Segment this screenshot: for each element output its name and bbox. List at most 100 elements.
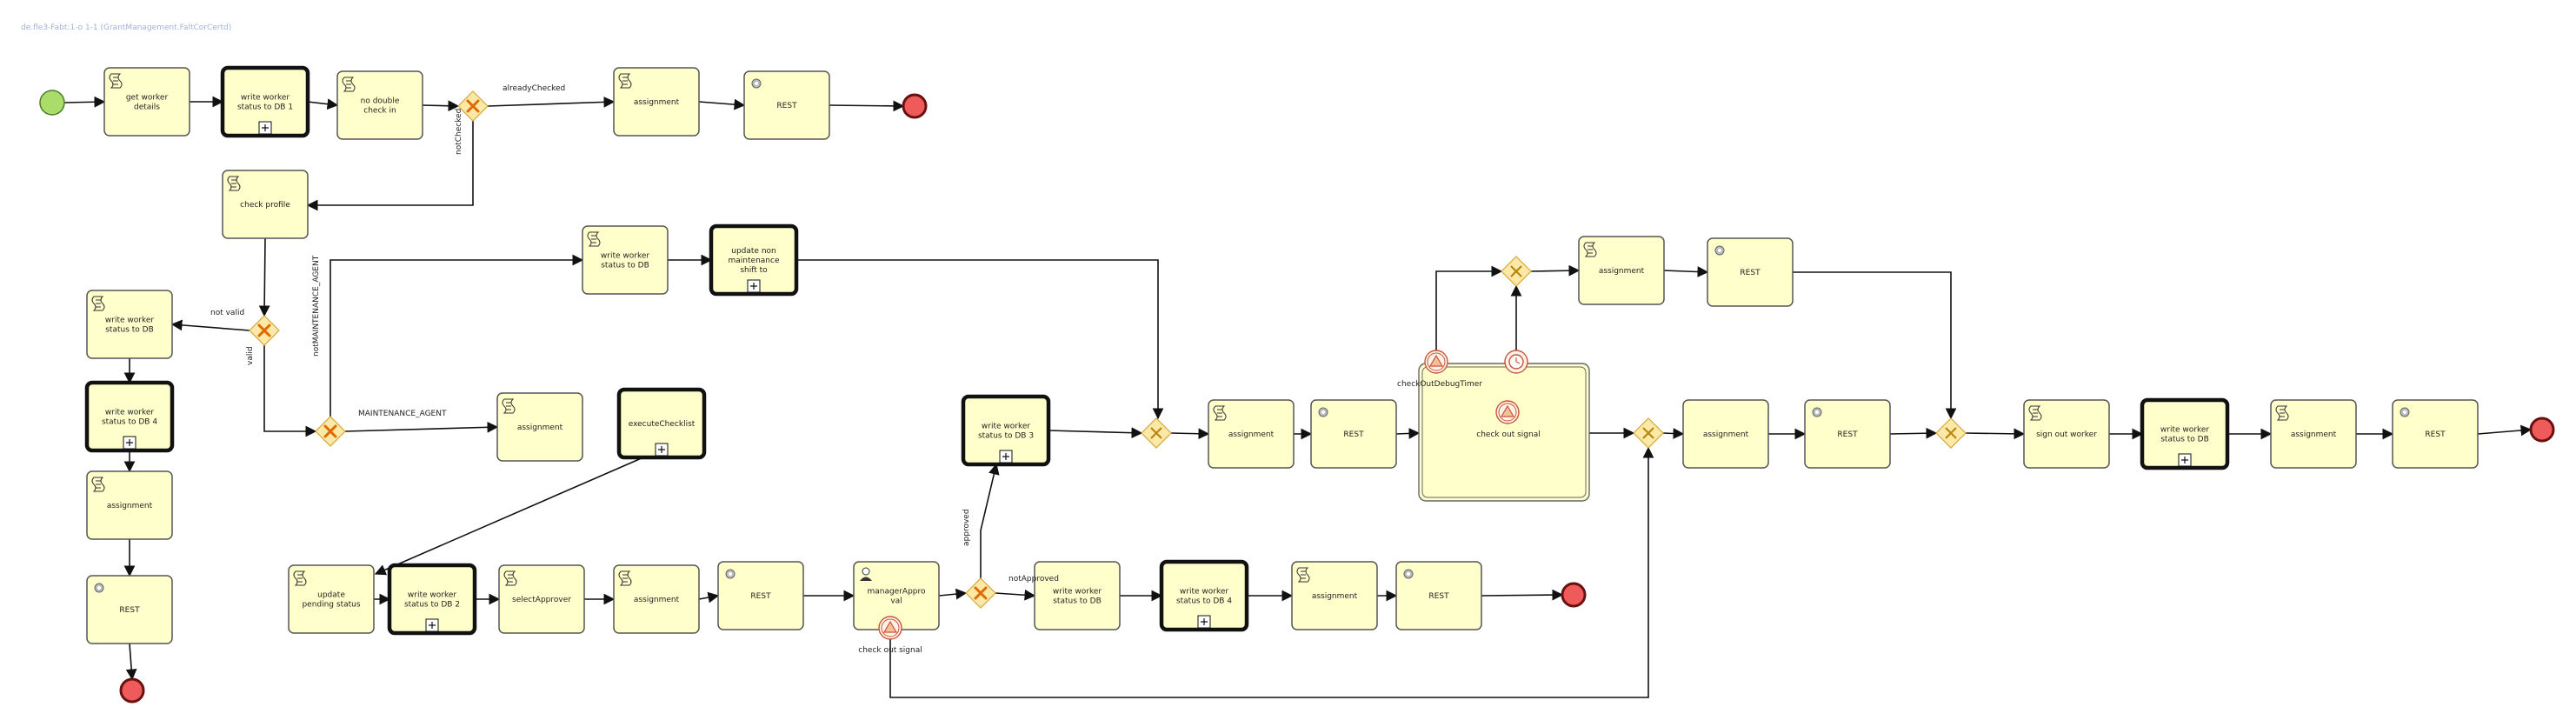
- script-icon: [293, 570, 307, 586]
- task-rest-bottom2[interactable]: REST: [1395, 561, 1482, 630]
- expand-plus-icon: [747, 279, 761, 293]
- gateway-g1[interactable]: [457, 90, 489, 122]
- sequence-flow[interactable]: [1530, 264, 1581, 277]
- sequence-flow[interactable]: [344, 421, 499, 433]
- task-check-profile[interactable]: check profile: [222, 170, 309, 239]
- signal-boundary-event-approval[interactable]: [878, 616, 902, 640]
- task-assignment-right[interactable]: assignment: [1682, 399, 1769, 469]
- gateway-g4[interactable]: [965, 577, 996, 609]
- end-event-left[interactable]: [119, 677, 145, 704]
- sequence-flow[interactable]: [1793, 271, 1957, 420]
- sequence-flow[interactable]: [1395, 428, 1421, 439]
- task-assignment-bottom2[interactable]: assignment: [1291, 561, 1378, 630]
- task-label: selectApprover: [512, 596, 571, 604]
- check-out-subprocess[interactable]: check out signal: [1418, 363, 1590, 502]
- task-label: assignment: [517, 424, 563, 432]
- gateway-g7[interactable]: [1633, 417, 1664, 449]
- task-label: status to DB: [105, 326, 154, 335]
- task-assignment-maint[interactable]: assignment: [496, 392, 583, 462]
- task-assignment-final[interactable]: assignment: [2270, 399, 2357, 469]
- sequence-flow[interactable]: [258, 237, 270, 317]
- signal-catch-event[interactable]: [1495, 400, 1520, 424]
- sequence-flow[interactable]: [796, 259, 1164, 420]
- sequence-flow[interactable]: [980, 463, 1000, 578]
- task-label: REST: [1343, 430, 1364, 439]
- sequence-flow[interactable]: [1662, 428, 1685, 439]
- sequence-flow[interactable]: [698, 98, 746, 110]
- signal-boundary-event[interactable]: [1424, 350, 1448, 374]
- task-sign-out-worker[interactable]: sign out worker: [2023, 399, 2110, 469]
- sequence-flow[interactable]: [306, 121, 474, 211]
- gateway-g6[interactable]: [1501, 256, 1532, 287]
- end-event-bottom[interactable]: [1561, 582, 1587, 608]
- sequence-flow[interactable]: [170, 319, 250, 331]
- task-assignment-bottom[interactable]: assignment: [613, 564, 700, 634]
- sequence-flow[interactable]: [1481, 589, 1564, 601]
- task-rest-right[interactable]: REST: [1804, 399, 1891, 469]
- task-label: write worker: [105, 409, 154, 417]
- sequence-flow[interactable]: [995, 589, 1036, 601]
- task-label: write worker: [1180, 588, 1228, 597]
- end-event-final[interactable]: [2529, 417, 2555, 443]
- sequence-flow[interactable]: [1889, 427, 1938, 439]
- sequence-flow[interactable]: [374, 457, 644, 576]
- flow-label-valid: valid: [246, 346, 255, 365]
- sequence-flow[interactable]: [1965, 428, 2026, 440]
- sequence-flow[interactable]: [938, 588, 968, 600]
- sequence-flow[interactable]: [307, 98, 339, 110]
- sequence-flow[interactable]: [698, 591, 720, 604]
- task-rest-final[interactable]: REST: [2392, 399, 2479, 469]
- script-icon: [618, 73, 632, 89]
- start-event[interactable]: [39, 90, 65, 116]
- sequence-flow[interactable]: [422, 100, 460, 112]
- script-icon: [1213, 405, 1227, 421]
- task-rest-top[interactable]: REST: [743, 70, 830, 140]
- timer-boundary-event[interactable]: [1504, 350, 1528, 374]
- task-assignment-center[interactable]: assignment: [1208, 399, 1295, 469]
- sequence-flow[interactable]: [1435, 265, 1503, 350]
- task-select-approver[interactable]: selectApprover: [498, 564, 585, 634]
- gateway-g2[interactable]: [249, 315, 280, 346]
- gateway-g3[interactable]: [315, 416, 346, 447]
- sequence-flow[interactable]: [1048, 427, 1143, 439]
- task-rest-left[interactable]: REST: [86, 575, 173, 644]
- task-assignment-top[interactable]: assignment: [613, 67, 700, 137]
- sequence-flow[interactable]: [1663, 266, 1709, 277]
- task-label: status to DB 1: [237, 103, 293, 112]
- sequence-flow[interactable]: [1170, 428, 1210, 440]
- task-label: write worker: [601, 252, 649, 261]
- sequence-flow[interactable]: [2477, 424, 2533, 437]
- sequence-flow[interactable]: [125, 643, 137, 681]
- sequence-flow[interactable]: [487, 97, 616, 108]
- task-assignment-left[interactable]: assignment: [86, 470, 173, 540]
- sequence-flow[interactable]: [329, 254, 584, 417]
- task-label: write worker: [982, 423, 1030, 431]
- process-title: de.fle3-Fabt:1-o 1-1 (GrantManagement.Fa…: [21, 23, 232, 32]
- sequence-flow[interactable]: [63, 96, 106, 108]
- task-rest-center[interactable]: REST: [1310, 399, 1397, 469]
- task-rest-upper-right[interactable]: REST: [1707, 237, 1794, 307]
- sequence-flow[interactable]: [889, 446, 1654, 698]
- task-assignment-upper-right[interactable]: assignment: [1578, 236, 1665, 305]
- sequence-flow[interactable]: [263, 345, 317, 437]
- gateway-g5[interactable]: [1141, 417, 1172, 449]
- task-execute-checklist[interactable]: executeChecklist: [616, 387, 707, 460]
- gateway-g8[interactable]: [1935, 417, 1967, 449]
- task-rest-bottom[interactable]: REST: [717, 561, 804, 630]
- end-event-top[interactable]: [902, 93, 928, 119]
- sequence-flow[interactable]: [829, 100, 905, 112]
